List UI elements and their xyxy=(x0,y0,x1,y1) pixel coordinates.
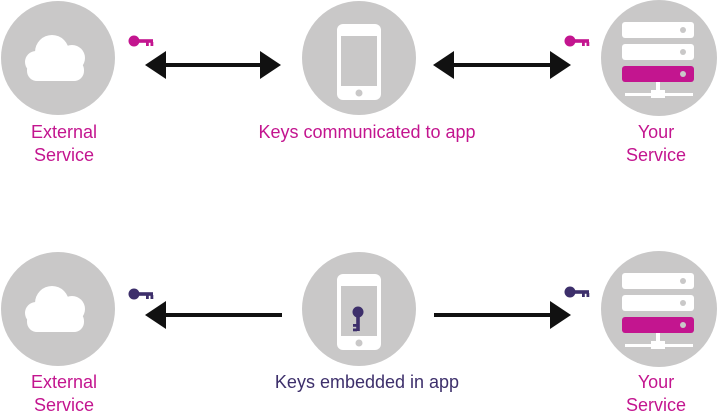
your-service-server-top xyxy=(601,0,717,116)
external-service-cloud-top xyxy=(1,1,115,115)
your-service-label-top: Your Service xyxy=(606,121,706,167)
label-line: Service xyxy=(625,395,687,415)
key-icon xyxy=(564,35,590,47)
server-icon xyxy=(622,273,694,349)
arrow-icon xyxy=(433,51,571,79)
keys-communicated-label: Keys communicated to app xyxy=(258,122,476,142)
label-line: Your xyxy=(637,372,675,392)
label-line: Service xyxy=(33,395,95,415)
external-service-label-bottom: External Service xyxy=(4,371,124,417)
label-line: External xyxy=(30,372,98,392)
your-service-server-bottom xyxy=(601,251,717,367)
your-service-label-bottom: Your Service xyxy=(606,371,706,417)
arrow-icon xyxy=(145,301,282,329)
label-line: Service xyxy=(33,145,95,165)
label-line: Service xyxy=(625,145,687,165)
arrow-icon xyxy=(145,51,281,79)
keys-embedded-label: Keys embedded in app xyxy=(274,372,460,392)
server-icon xyxy=(622,22,694,98)
key-icon xyxy=(564,286,590,298)
label-line: Your xyxy=(637,122,675,142)
external-service-cloud-bottom xyxy=(1,252,115,366)
key-icon xyxy=(128,35,154,47)
key-icon xyxy=(128,288,154,300)
label-line: External xyxy=(30,122,98,142)
app-phone-bottom xyxy=(302,252,416,366)
app-phone-top xyxy=(302,1,416,115)
external-service-label-top: External Service xyxy=(4,121,124,167)
smartphone-icon xyxy=(337,24,381,100)
arrow-icon xyxy=(434,301,571,329)
